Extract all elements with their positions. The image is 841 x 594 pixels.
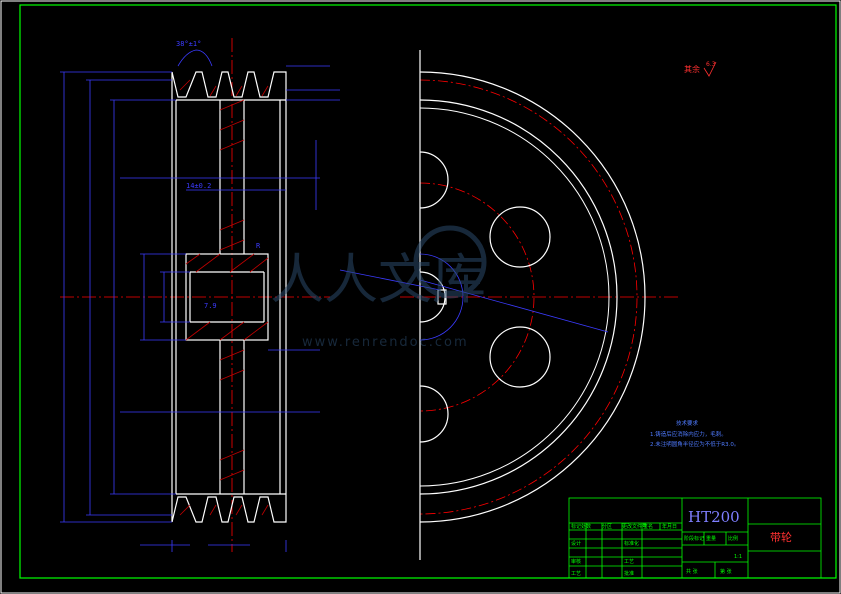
tb-weight: 重量 (706, 535, 716, 542)
tb-scale-label: 比例 (728, 535, 738, 542)
bottom-groove-profile (171, 494, 287, 523)
notes-title: 技术要求 (676, 419, 699, 427)
tb-standardization: 标准化 (624, 540, 639, 547)
tb-zone: 分区 (602, 523, 612, 530)
material-label: HT200 (688, 508, 740, 526)
drawing-frame (19, 4, 837, 579)
tb-scale-value: 1:1 (734, 554, 742, 560)
watermark: 人人文库 www.renrendoc.com (270, 225, 487, 350)
tb-signature: 签名 (643, 523, 653, 530)
bore-dimension: 7.9 (204, 302, 217, 310)
note-line-2: 2.未注明圆角半径应为不低于R3.0。 (650, 440, 739, 448)
tb-review: 审核 (571, 558, 581, 565)
tb-process-2: 工艺 (571, 571, 581, 577)
section-radius-label: R (256, 242, 261, 250)
section-view: 38°±1° 14±0.2 7.9 R (60, 38, 340, 552)
roughness-value: 6.3 (706, 61, 716, 68)
technical-notes: 技术要求 1.铸造后应消除内应力，毛刺。 2.未注明圆角半径应为不低于R3.0。 (650, 419, 739, 448)
tb-design: 设计 (571, 540, 581, 547)
part-name: 带轮 (770, 530, 792, 544)
title-block-text: 标记处数 分区 更改文件号 签名 年月日 设计 标准化 阶段标记 重量 比例 1… (571, 523, 742, 577)
title-block (568, 497, 822, 579)
tb-stage: 阶段标记 (684, 535, 704, 542)
tb-revision-mark: 标记处数 (571, 523, 591, 530)
tb-change-no: 更改文件号 (622, 523, 647, 530)
half-view (339, 50, 680, 560)
watermark-url: www.renrendoc.com (302, 335, 469, 350)
tb-sheet-no: 第 张 (720, 568, 732, 575)
tb-process: 工艺 (624, 559, 634, 565)
key-width-dimension: 14±0.2 (186, 182, 211, 190)
roughness-label: 其余 (684, 64, 700, 74)
tb-date: 年月日 (662, 523, 677, 530)
tb-approve: 批准 (624, 570, 634, 577)
roughness-note: 其余 6.3 (684, 61, 717, 77)
watermark-logo-icon (413, 225, 487, 299)
angle-dimension: 38°±1° (176, 40, 201, 48)
watermark-cn: 人人文库 (270, 248, 486, 311)
note-line-1: 1.铸造后应消除内应力，毛刺。 (650, 430, 727, 438)
top-groove-profile (171, 71, 287, 100)
tb-total-sheets: 共 张 (686, 568, 698, 575)
